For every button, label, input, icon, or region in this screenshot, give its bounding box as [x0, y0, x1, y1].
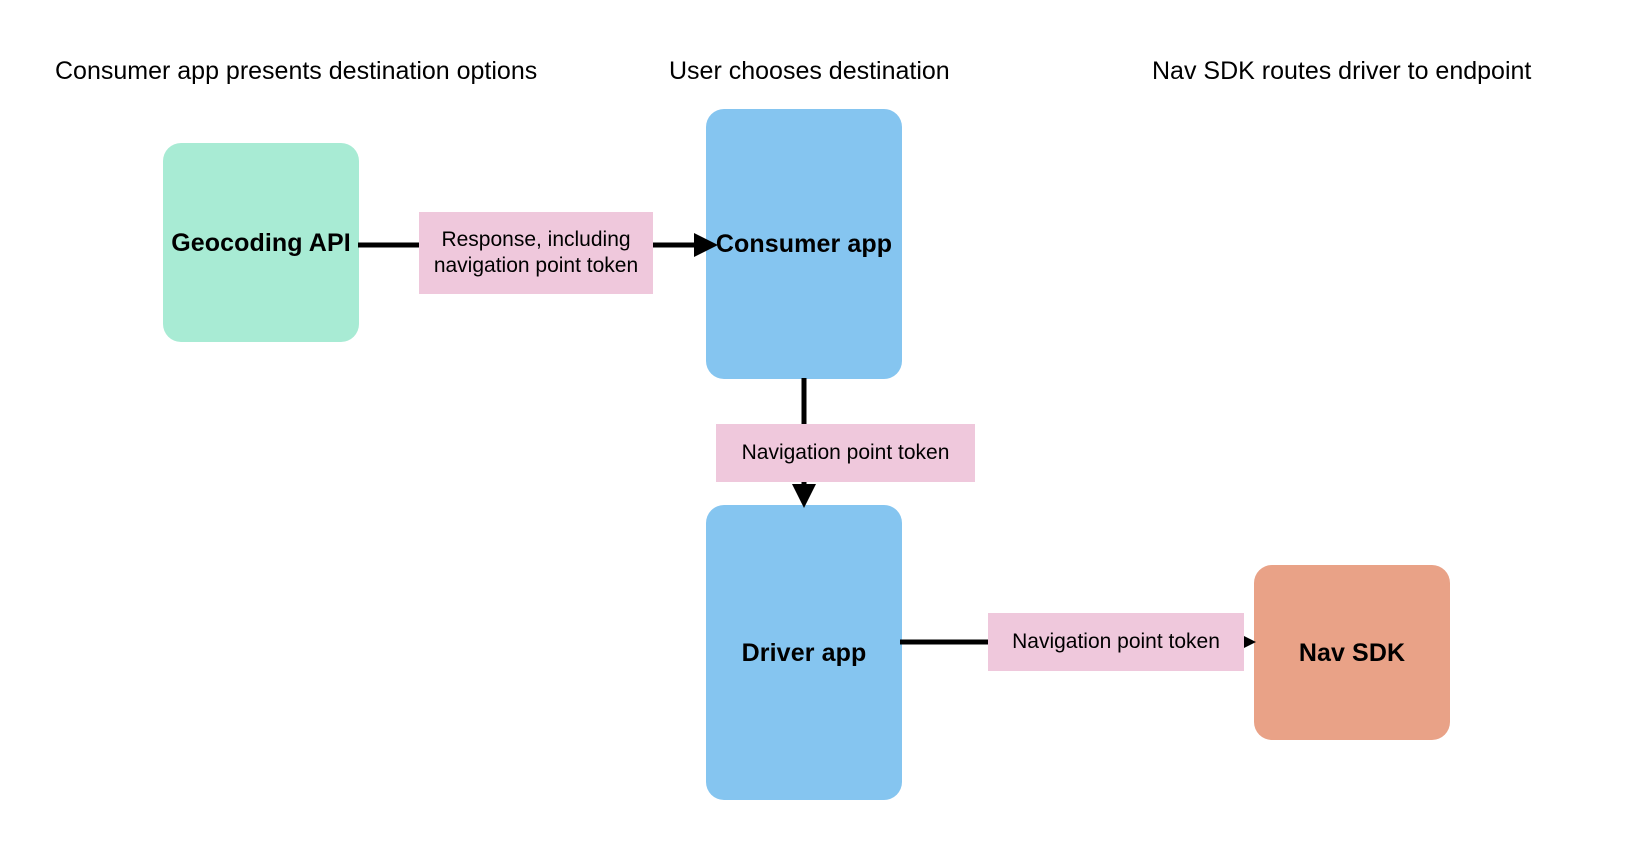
node-driver-app[interactable]: Driver app — [706, 505, 902, 800]
edge-label-navigation-point-token-horizontal: Navigation point token — [988, 613, 1244, 671]
edge-label-response-including-navigation-point-token: Response, including navigation point tok… — [419, 212, 653, 294]
edge-label-navigation-point-token-vertical-text: Navigation point token — [741, 441, 950, 464]
node-consumer-app-label: Consumer app — [715, 230, 893, 258]
column-header-nav-sdk-routes-driver: Nav SDK routes driver to endpoint — [1152, 57, 1532, 85]
node-geocoding-api-label: Geocoding API — [171, 228, 351, 257]
node-geocoding-api[interactable]: Geocoding API — [163, 143, 359, 342]
node-driver-app-label: Driver app — [741, 638, 867, 667]
node-nav-sdk-label: Nav SDK — [1298, 638, 1406, 667]
edge-label-navigation-point-token-horizontal-text: Navigation point token — [1012, 630, 1220, 653]
edge-label-navigation-point-token-vertical: Navigation point token — [716, 424, 975, 482]
column-header-consumer-app-presents: Consumer app presents destination option… — [55, 57, 538, 85]
column-header-user-chooses-destination: User chooses destination — [669, 57, 950, 85]
edge-label-response-text: Response, including navigation point tok… — [433, 228, 639, 277]
node-nav-sdk[interactable]: Nav SDK — [1254, 565, 1450, 740]
node-consumer-app[interactable]: Consumer app — [706, 109, 902, 379]
